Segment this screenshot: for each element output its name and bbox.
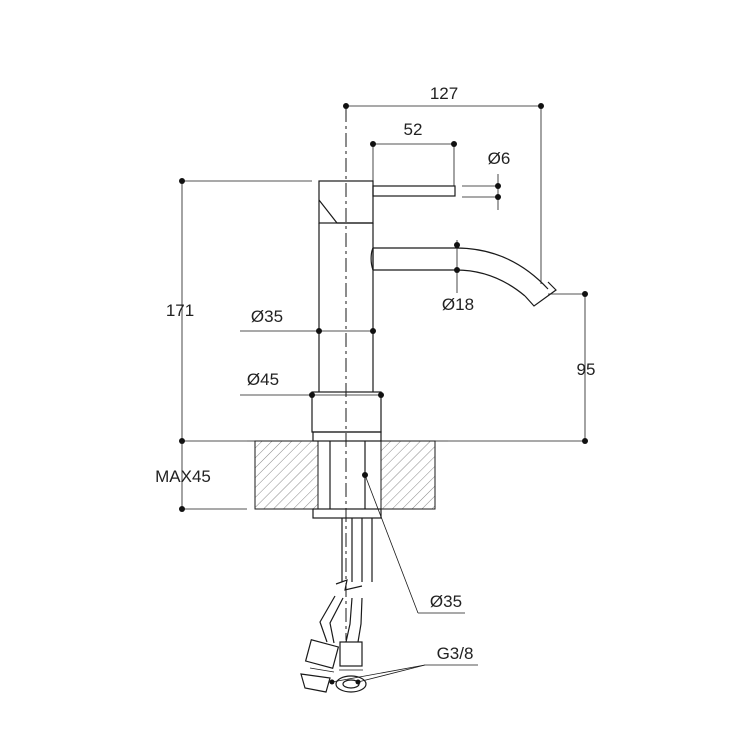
dimension-spout-height: 95 <box>448 291 595 444</box>
label-base-diameter: Ø45 <box>247 370 279 389</box>
dimension-max-counter-thickness: MAX45 <box>155 441 247 512</box>
dimension-spout-diameter: Ø18 <box>442 240 474 314</box>
faucet-handle <box>318 180 456 224</box>
dimension-connection-thread: G3/8 <box>329 644 478 685</box>
dimension-overall-height: 171 <box>166 178 312 444</box>
label-spout-diameter: Ø18 <box>442 295 474 314</box>
label-total-reach: 127 <box>430 84 458 103</box>
label-max-counter-thickness: MAX45 <box>155 467 211 486</box>
label-shank-diameter: Ø35 <box>430 592 462 611</box>
dimension-shank-diameter: Ø35 <box>362 472 465 614</box>
shank-and-hoses <box>300 441 373 693</box>
label-handle-diameter: Ø6 <box>488 149 511 168</box>
dimension-handle-diameter: Ø6 <box>462 149 510 210</box>
label-handle-length: 52 <box>404 120 423 139</box>
dimension-handle-length: 52 <box>370 120 457 186</box>
label-body-diameter: Ø35 <box>251 307 283 326</box>
dimension-total-reach: 127 <box>343 84 544 284</box>
label-connection-thread: G3/8 <box>437 644 474 663</box>
label-spout-height: 95 <box>577 360 596 379</box>
dimension-base-diameter: Ø45 <box>240 370 384 398</box>
label-overall-height: 171 <box>166 301 194 320</box>
countertop-section <box>247 440 448 510</box>
dimension-body-diameter: Ø35 <box>240 307 376 334</box>
